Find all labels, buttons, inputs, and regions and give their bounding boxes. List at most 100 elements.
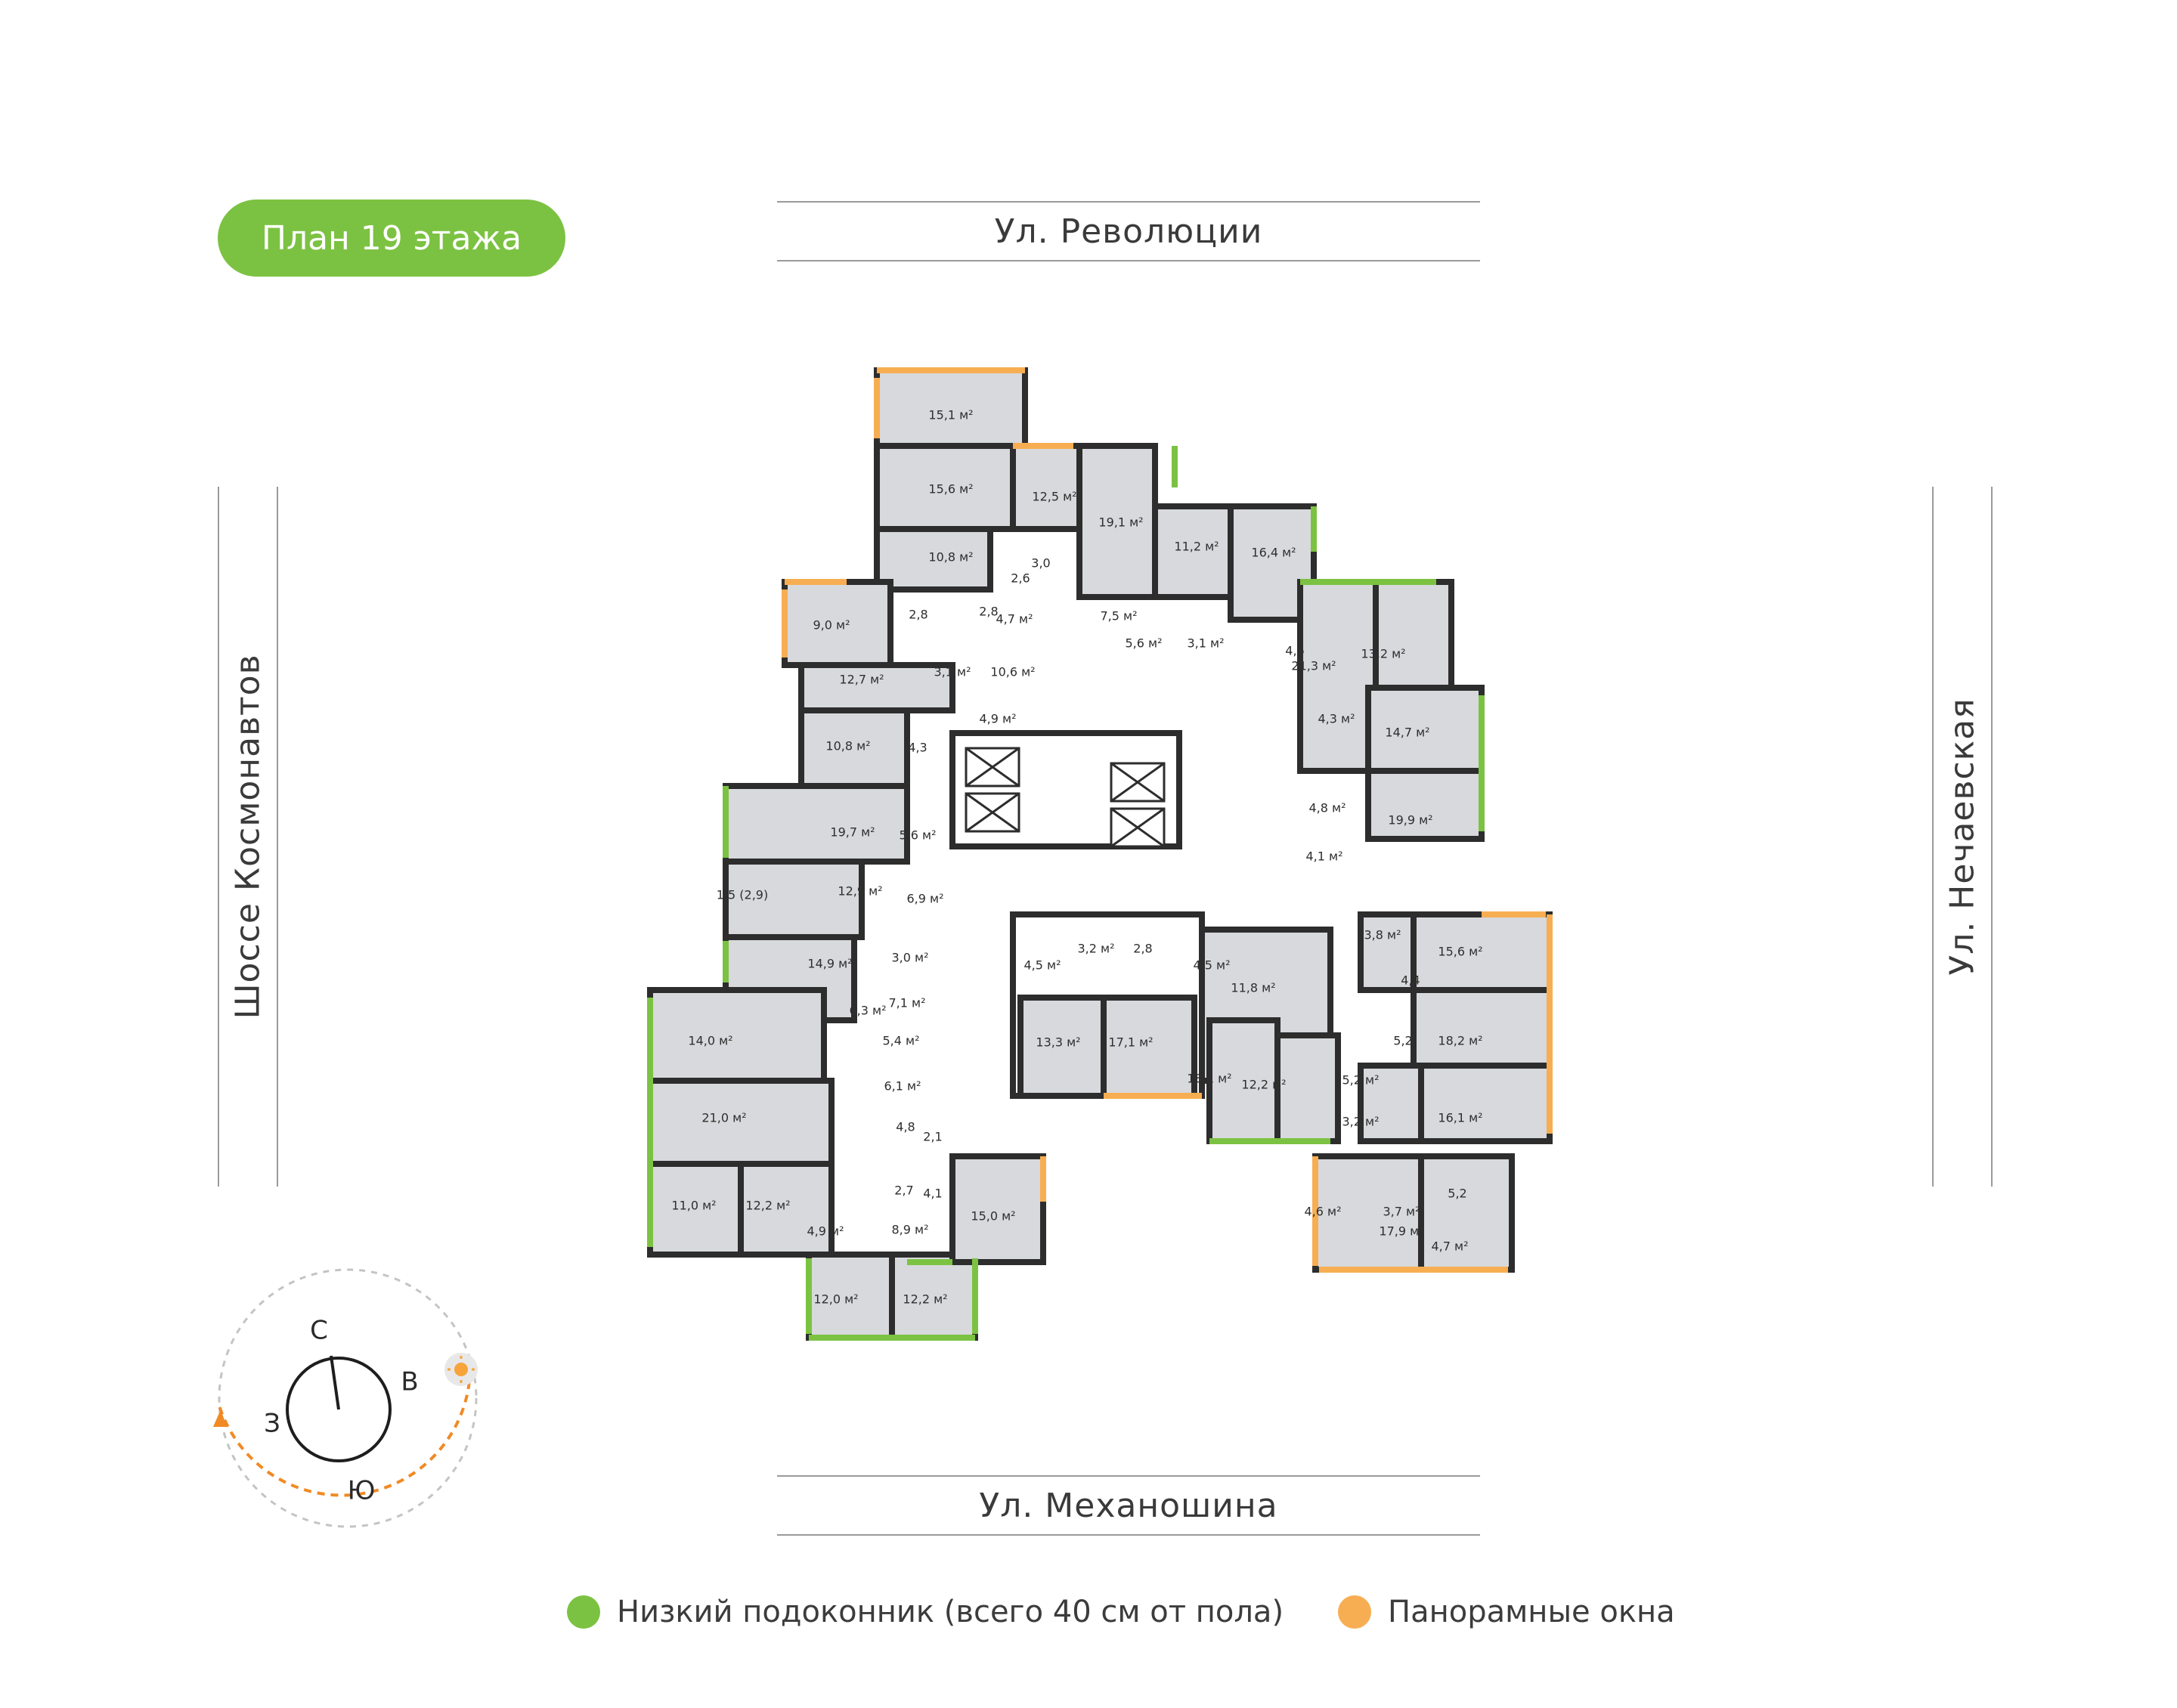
room-area-label: 5,2 xyxy=(1448,1187,1466,1201)
sun-path-arc xyxy=(218,1367,472,1497)
room-area-label: 12,2 м² xyxy=(903,1292,947,1307)
street-south-label: Ул. Механошина xyxy=(979,1486,1278,1525)
room-area-label: 12,5 м² xyxy=(1032,490,1076,504)
room-area-label: 2,8 xyxy=(909,608,927,622)
room-labels: 15,1 м² 15,6 м² 12,5 м² 19,1 м² 11,2 м² 16,4 … xyxy=(671,408,1482,1307)
compass-west: З xyxy=(264,1409,280,1439)
room-area-label: 19,1 м² xyxy=(1098,515,1143,530)
room-area-label: 12,0 м² xyxy=(813,1292,858,1307)
room-area-label: 4,5 м² xyxy=(1193,958,1230,973)
room-area-label: 13,3 м² xyxy=(1036,1035,1080,1050)
compass-needle xyxy=(330,1355,340,1410)
sun-rays-icon xyxy=(447,1356,475,1383)
compass-circle xyxy=(286,1357,392,1462)
room-area-label: 3,1 м² xyxy=(1187,636,1224,651)
room-area-label: 12,9 м² xyxy=(838,884,882,899)
room-area-label: 4,4 xyxy=(1401,973,1420,988)
street-north: Ул. Революции xyxy=(777,201,1480,261)
room-area-label: 3,8 м² xyxy=(1364,928,1401,942)
street-east-label: Ул. Нечаевская xyxy=(1943,698,1982,976)
room-area-label: 4,8 м² xyxy=(1308,801,1346,815)
room-area-label: 3,2 м² xyxy=(1342,1115,1379,1129)
legend-panoramic-label: Панорамные окна xyxy=(1388,1595,1675,1629)
room-area-label: 16,4 м² xyxy=(1251,546,1296,560)
compass-east: В xyxy=(401,1367,418,1397)
room-area-label: 4,6 xyxy=(1285,644,1304,658)
room-area-label: 10,6 м² xyxy=(990,665,1035,679)
room-area-label: 4,7 м² xyxy=(996,612,1033,627)
room-area-label: 2,6 xyxy=(1011,571,1030,586)
street-north-label: Ул. Революции xyxy=(994,212,1263,251)
street-west: Шоссе Космонавтов xyxy=(218,487,278,1187)
room-area-label: 7,1 м² xyxy=(888,996,925,1010)
legend-green-dot xyxy=(567,1595,600,1629)
room-area-label: 6,9 м² xyxy=(906,892,943,906)
room-area-label: 13,2 м² xyxy=(1361,647,1405,661)
room-area-label: 5,6 м² xyxy=(899,828,936,843)
room-area-label: 4,5 м² xyxy=(1023,958,1061,973)
room-area-label: 15,6 м² xyxy=(1438,945,1482,959)
panoramic-windows xyxy=(782,367,1553,1273)
room-area-label: 12,2 м² xyxy=(1241,1078,1286,1092)
room-area-label: 2,8 xyxy=(979,605,998,619)
room-area-label: 5,2 м² xyxy=(1342,1073,1379,1088)
street-south: Ул. Механошина xyxy=(777,1475,1480,1536)
room-area-label: 4,1 м² xyxy=(1305,849,1342,864)
room-area-label: 4,8 xyxy=(896,1120,915,1134)
elevator-shafts xyxy=(965,747,1166,848)
room-area-label: 4,3 xyxy=(908,741,927,755)
room-area-label: 17,1 м² xyxy=(1108,1035,1153,1050)
room-area-label: 3,0 м² xyxy=(891,951,928,965)
room-area-label: 5,4 м² xyxy=(882,1034,919,1048)
floor-title: План 19 этажа xyxy=(261,218,522,258)
room-area-label: 3,1 м² xyxy=(934,665,971,679)
street-west-label: Шоссе Космонавтов xyxy=(228,654,268,1020)
room-area-label: 4,1 xyxy=(923,1187,942,1201)
room-area-label: 14,9 м² xyxy=(807,957,852,971)
room-area-label: 4,3 м² xyxy=(1318,712,1355,726)
room-area-label: 18,1 м² xyxy=(1187,1072,1231,1086)
room-area-label: 5,6 м² xyxy=(1125,636,1162,651)
legend-low-sill-label: Низкий подоконник (всего 40 см от пола) xyxy=(617,1595,1284,1629)
room-area-label: 12,2 м² xyxy=(745,1199,790,1213)
room-area-label: 1,5 (2,9) xyxy=(717,888,768,902)
room-area-label: 6,1 м² xyxy=(884,1079,921,1094)
room-area-label: 11,0 м² xyxy=(671,1199,716,1213)
room-area-label: 7,5 м² xyxy=(1100,609,1137,623)
legend-low-sill: Низкий подоконник (всего 40 см от пола) xyxy=(567,1595,1284,1629)
room-area-label: 2,7 xyxy=(894,1184,913,1198)
room-area-label: 15,1 м² xyxy=(928,408,973,422)
room-area-label: 2,8 xyxy=(1133,942,1152,956)
room-area-label: 9,0 м² xyxy=(813,618,850,633)
room-area-label: 4,7 м² xyxy=(1431,1239,1468,1254)
room-area-label: 4,9 м² xyxy=(807,1224,844,1239)
room-area-label: 5,2 xyxy=(1393,1034,1412,1048)
legend-panoramic: Панорамные окна xyxy=(1338,1595,1675,1629)
room-area-label: 11,8 м² xyxy=(1231,981,1275,995)
room-area-label: 10,8 м² xyxy=(928,550,973,565)
arrow-head-icon xyxy=(213,1409,227,1427)
sun-core-icon xyxy=(454,1363,468,1376)
room-area-label: 4,9 м² xyxy=(979,712,1016,726)
room-area-label: 21,3 м² xyxy=(1291,659,1336,673)
room-area-label: 19,9 м² xyxy=(1388,813,1432,828)
room-area-label: 19,7 м² xyxy=(830,825,875,840)
room-area-label: 12,7 м² xyxy=(839,673,884,687)
floor-plan-walls xyxy=(647,367,1553,1341)
room-area-label: 18,2 м² xyxy=(1438,1034,1482,1048)
room-area-label: 14,0 м² xyxy=(688,1034,732,1048)
floor-title-badge: План 19 этажа xyxy=(218,200,565,277)
low-sill-windows xyxy=(647,446,1485,1341)
room-area-label: 8,9 м² xyxy=(891,1223,928,1237)
room-area-label: 10,8 м² xyxy=(825,739,870,753)
room-area-label: 4,6 м² xyxy=(1304,1205,1341,1219)
room-area-label: 21,0 м² xyxy=(701,1111,746,1125)
room-area-label: 17,9 м² xyxy=(1379,1224,1423,1239)
room-area-label: 11,2 м² xyxy=(1174,540,1219,554)
room-area-label: 3,7 м² xyxy=(1383,1205,1420,1219)
compass-rose: С В Ю З xyxy=(213,1268,478,1528)
room-area-label: 16,1 м² xyxy=(1438,1111,1482,1125)
sun-path-dashed-top xyxy=(218,1268,478,1528)
room-area-label: 3,0 xyxy=(1031,556,1050,571)
room-area-label: 2,1 xyxy=(923,1130,942,1144)
